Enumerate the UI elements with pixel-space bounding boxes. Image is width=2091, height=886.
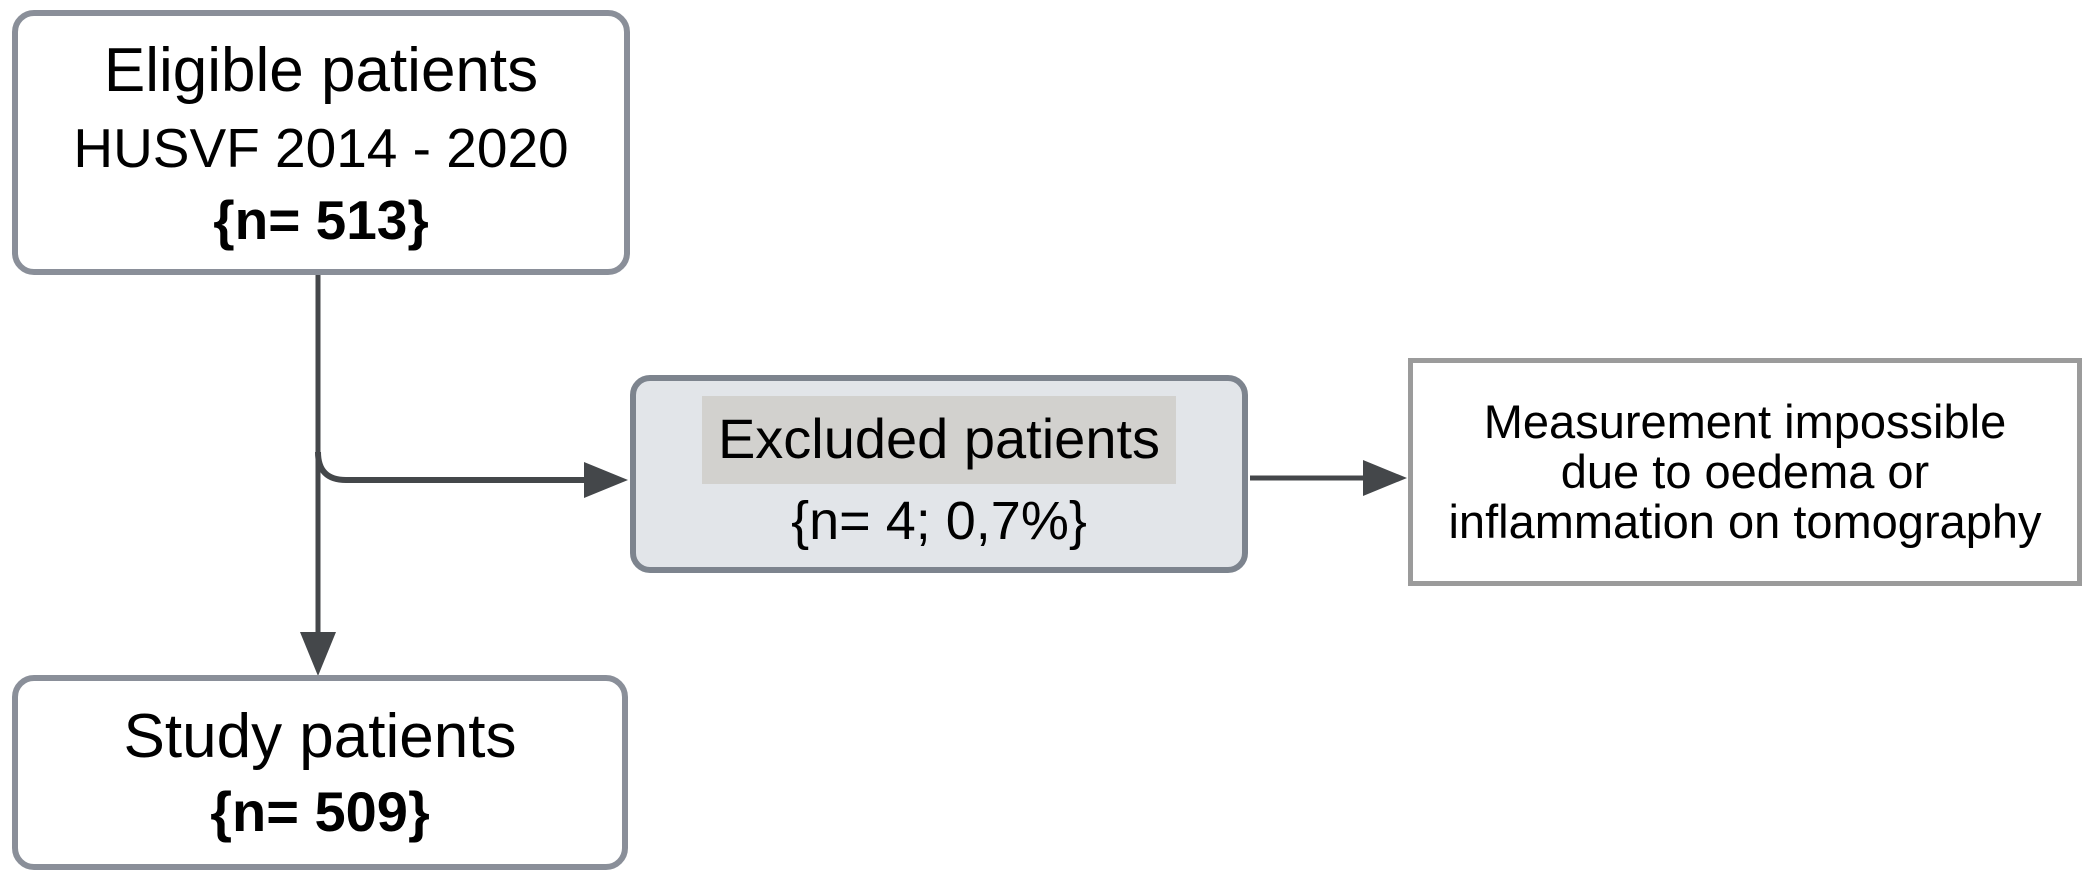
study-patients-title: Study patients (123, 701, 517, 771)
arrowhead-right-icon (1363, 460, 1407, 496)
study-patients-count: {n= 509} (210, 779, 430, 843)
excluded-patients-box: Excluded patients {n= 4; 0,7%} (630, 375, 1248, 573)
arrowhead-down-icon (300, 632, 336, 676)
exclusion-reason-line: Measurement impossible (1483, 395, 2007, 448)
exclusion-reason-box: Measurement impossible due to oedema or … (1408, 358, 2082, 586)
exclusion-reason-line: due to oedema or (1560, 445, 1930, 498)
excluded-patients-title: Excluded patients (701, 396, 1177, 484)
exclusion-reason-line: inflammation on tomography (1448, 495, 2042, 548)
eligible-patients-count: {n= 513} (213, 188, 429, 251)
eligible-patients-title: Eligible patients (103, 35, 539, 105)
excluded-patients-count: {n= 4; 0,7%} (791, 491, 1087, 551)
eligible-patients-box: Eligible patients HUSVF 2014 - 2020 {n= … (12, 10, 630, 275)
arrowhead-right-icon (584, 462, 628, 498)
connector-eligible-to-excluded (315, 451, 586, 483)
study-patients-box: Study patients {n= 509} (12, 675, 628, 870)
eligible-patients-cohort: HUSVF 2014 - 2020 (73, 116, 569, 179)
